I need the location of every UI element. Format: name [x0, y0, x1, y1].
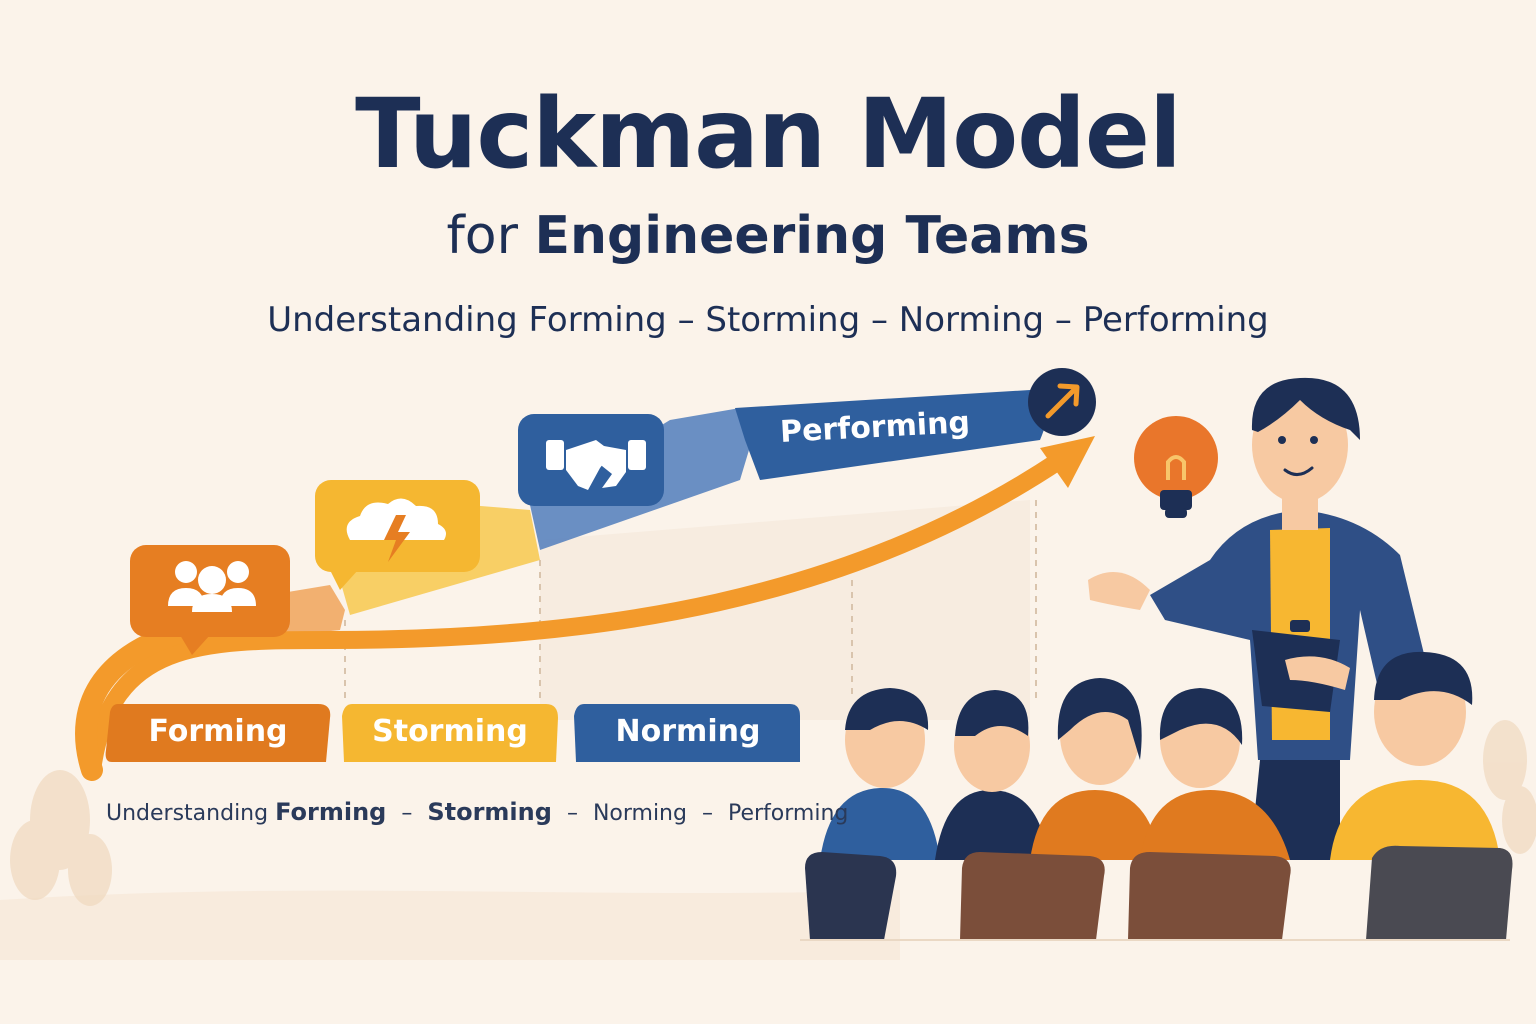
caption-prefix: Understanding: [106, 801, 269, 826]
subtitle-main: Engineering Teams: [534, 206, 1090, 266]
bottom-caption: Understanding Forming – Storming – Normi…: [106, 798, 848, 826]
arrow-up-right-icon: [1045, 383, 1080, 419]
storming-pill: [342, 704, 558, 762]
performing-circle: [1028, 368, 1096, 436]
norming-bubble: [518, 414, 664, 506]
group-icon: [168, 561, 256, 612]
caption-stage-forming: Forming: [275, 798, 387, 826]
audience-figures: [805, 651, 1513, 940]
plant-left-decoration: [10, 770, 112, 906]
arrow-head: [1040, 436, 1095, 488]
forming-pill: [105, 704, 331, 762]
presenter-figure: [1088, 377, 1440, 860]
storming-bubble: [315, 480, 480, 590]
caption-stage-performing: Performing: [727, 801, 849, 826]
performing-banner: [735, 390, 1048, 480]
caption-stage-storming: Storming: [427, 798, 552, 826]
stage-label-storming: Storming: [372, 714, 528, 749]
tagline: Understanding Forming – Storming – Normi…: [267, 300, 1269, 340]
page-subtitle: for Engineering Teams: [0, 206, 1536, 266]
forming-bubble: [130, 545, 290, 655]
lightbulb-icon: [1134, 416, 1218, 518]
norming-pill: [574, 704, 800, 762]
stage-label-norming: Norming: [615, 714, 761, 749]
caption-separator: –: [401, 801, 413, 826]
page-title: Tuckman Model: [355, 78, 1182, 190]
caption-separator: –: [701, 801, 713, 826]
subtitle-prefix: for: [446, 206, 518, 266]
storm-cloud-icon: [346, 498, 446, 562]
plant-right-decoration: [1483, 720, 1536, 854]
caption-separator: –: [566, 801, 578, 826]
handshake-icon: [546, 440, 646, 490]
caption-stage-norming: Norming: [592, 801, 687, 826]
stage-label-forming: Forming: [148, 714, 288, 749]
